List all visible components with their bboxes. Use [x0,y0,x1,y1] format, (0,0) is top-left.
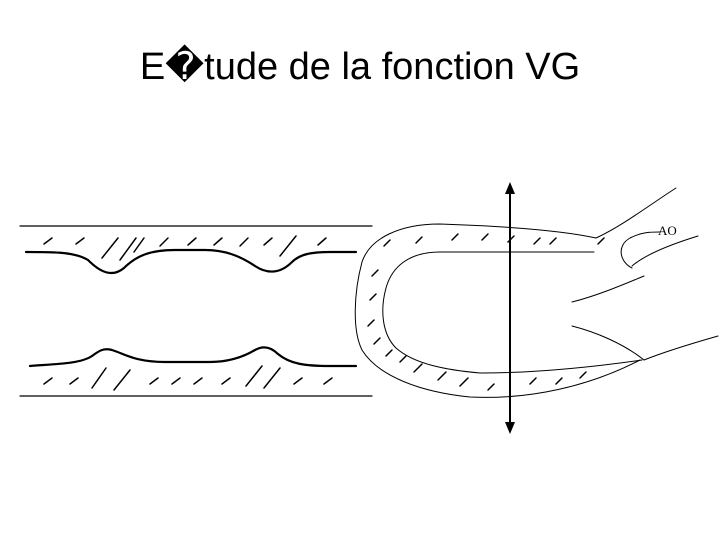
ventricle-outer-wall [354,223,641,398]
slide-title: E�tude de la fonction VG [139,46,581,88]
aorta-upper-wall [595,187,677,239]
aorta-right-wall [631,235,699,267]
lower-wall-curve [28,346,358,368]
ventricle-hatch-marks [367,233,605,391]
aortic-valve-cusp [620,231,661,269]
m-mode-tracing [19,225,373,397]
upper-wall-curve [24,248,358,275]
left-ventricle-sketch [354,187,719,398]
aorta-label: AO [658,223,677,238]
upper-hatch-marks [43,235,327,261]
beam-arrowhead-bottom-icon [505,422,515,434]
ventricle-inner-wall [382,251,643,374]
lower-hatch-marks [43,365,333,391]
mitral-leaflet [571,325,719,361]
outflow-line [571,275,645,303]
beam-arrowhead-top-icon [505,182,515,194]
